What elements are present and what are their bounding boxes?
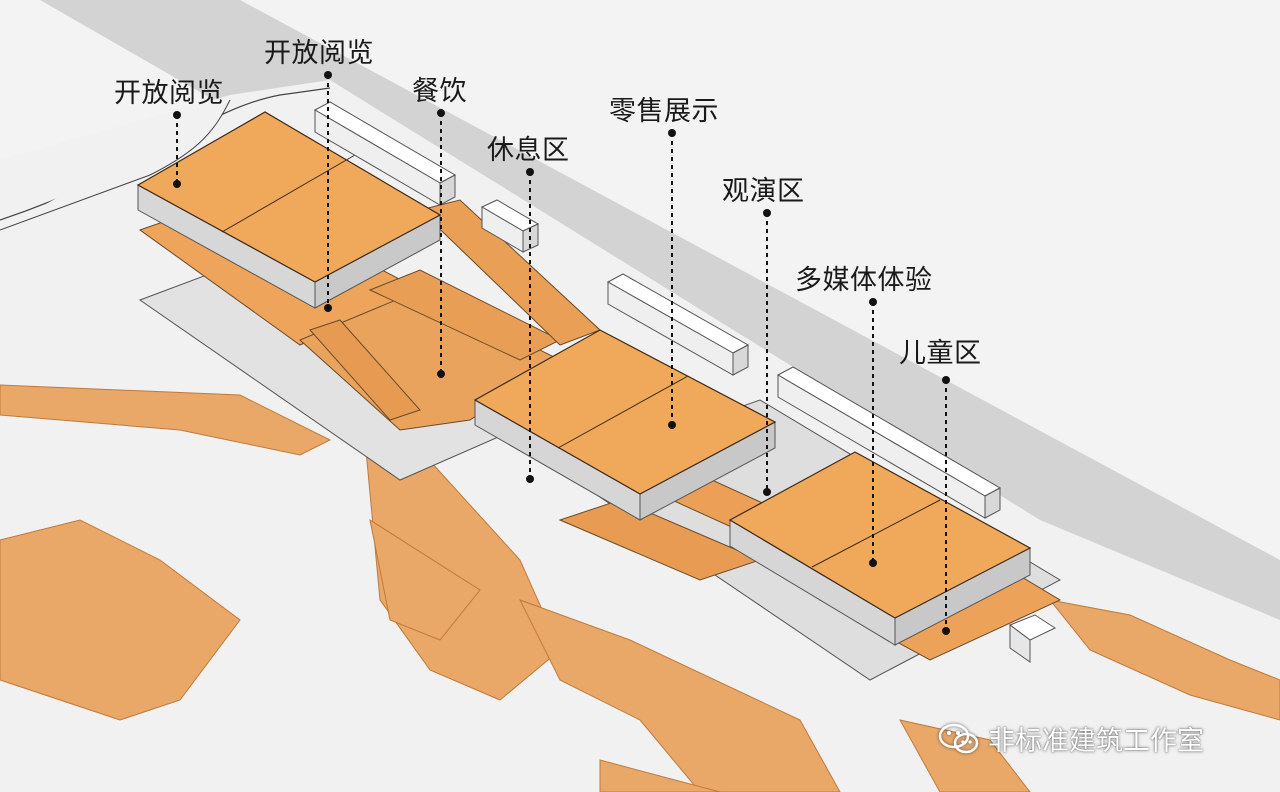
wall-boxes <box>313 101 1057 663</box>
watermark-text: 非标准建筑工作室 <box>988 726 1204 757</box>
upper-floor-left <box>136 111 442 283</box>
label-open-reading-left: 开放阅览 <box>114 78 224 109</box>
wechat-icon <box>938 723 979 753</box>
ramp-1 <box>309 319 421 421</box>
upper-floor-center <box>473 329 777 495</box>
upper-floor-right-divider <box>811 499 941 568</box>
label-rest-area: 休息区 <box>487 135 570 166</box>
site-curve-2 <box>0 99 231 231</box>
label-viewing-area: 观演区 <box>722 176 805 207</box>
upper-floor-center-divider <box>557 375 689 449</box>
upper-floor-right <box>728 451 1032 619</box>
label-open-reading-top: 开放阅览 <box>264 38 374 69</box>
upper-floor-left-divider <box>221 154 356 233</box>
label-dining: 餐饮 <box>412 76 467 107</box>
watermark: 非标准建筑工作室 <box>938 719 1204 758</box>
leader-lines <box>176 75 947 630</box>
label-multimedia: 多媒体体验 <box>795 265 933 296</box>
leader-dots <box>173 71 950 635</box>
ground-paths <box>0 384 1280 792</box>
label-retail-display: 零售展示 <box>609 96 719 127</box>
label-children-area: 儿童区 <box>899 338 982 369</box>
